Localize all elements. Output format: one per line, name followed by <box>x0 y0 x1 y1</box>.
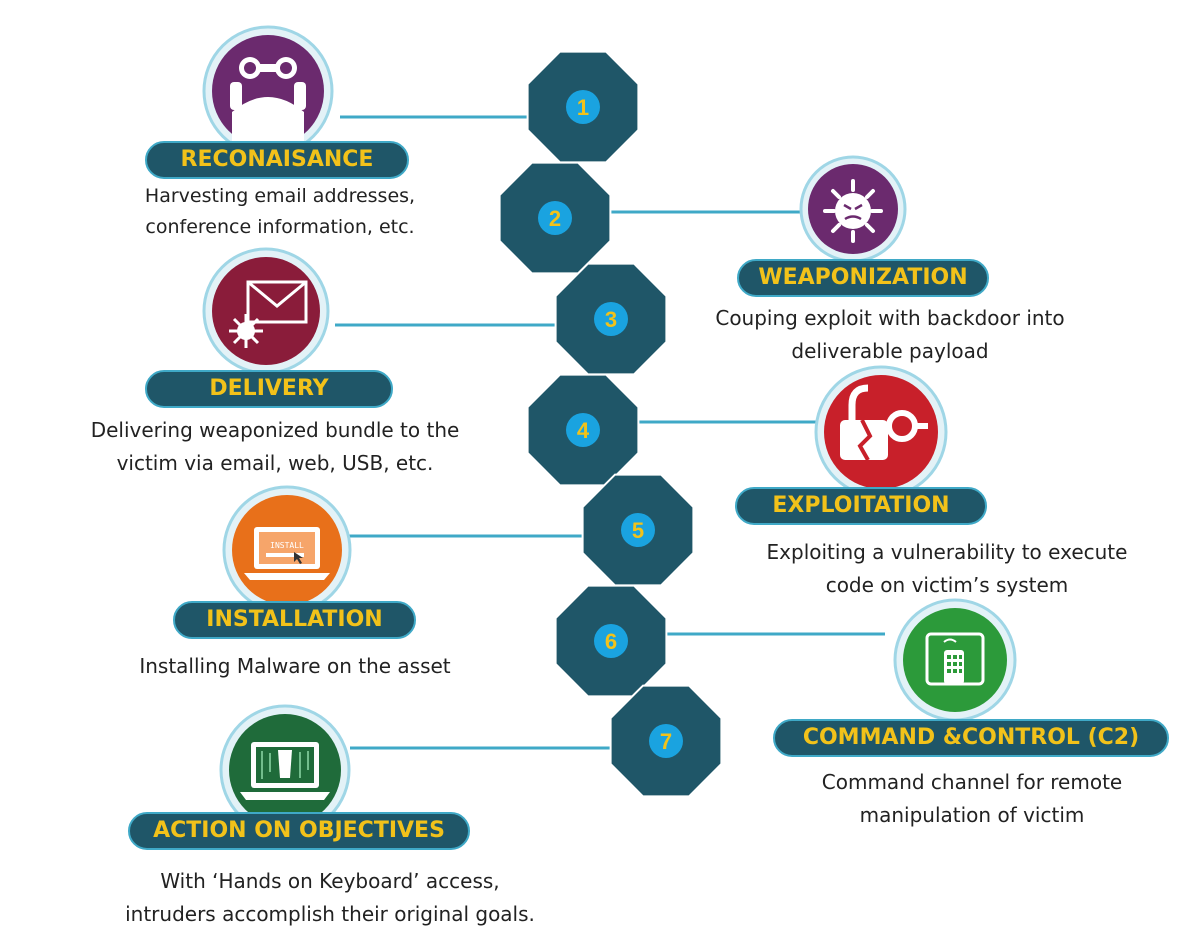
stage-3-number: 3 <box>605 307 617 332</box>
stage-2-desc-line-2: deliverable payload <box>791 339 989 363</box>
stage-5-description: Installing Malware on the asset <box>90 650 500 683</box>
stage-5-title: INSTALLATION <box>173 601 416 639</box>
envelope-virus-icon <box>202 247 330 375</box>
stage-4-desc-line-1: Exploiting a vulnerability to execute <box>766 540 1128 564</box>
stage-3-desc-line-1: Delivering weaponized bundle to the <box>90 418 460 442</box>
broken-lock-icon <box>814 365 948 499</box>
stage-octagons: 1 2 3 4 5 6 7 <box>498 50 723 798</box>
stage-1-desc-line-1: Harvesting email addresses, <box>144 185 416 207</box>
stage-1-desc-line-2: conference information, etc. <box>145 216 415 238</box>
stage-2-description: Couping exploit with backdoor into deliv… <box>680 302 1100 368</box>
stage-4-number-badge <box>566 413 600 447</box>
stage-3-number-badge <box>594 302 628 336</box>
binoculars-icon <box>202 25 334 157</box>
stage-7-desc-line-2: intruders accomplish their original goal… <box>125 902 535 926</box>
stage-2-number-badge <box>538 201 572 235</box>
stage-6-description: Command channel for remote manipulation … <box>770 766 1174 832</box>
remote-control-icon <box>893 598 1017 722</box>
stage-6-desc-line-1: Command channel for remote <box>821 770 1123 794</box>
stage-4-title: EXPLOITATION <box>735 487 987 525</box>
hacker-laptop-icon <box>219 704 351 836</box>
stage-7-number: 7 <box>660 729 672 754</box>
stage-3-description: Delivering weaponized bundle to the vict… <box>40 414 510 480</box>
laptop-screen-text: INSTALL <box>270 541 304 550</box>
virus-icon <box>799 155 907 263</box>
stage-4-number: 4 <box>577 418 590 443</box>
stage-7-number-badge <box>649 724 683 758</box>
stage-2-number: 2 <box>549 206 561 231</box>
stage-5-desc-line-1: Installing Malware on the asset <box>139 654 451 678</box>
stage-3-title: DELIVERY <box>145 370 393 408</box>
stage-7-desc-line-1: With ‘Hands on Keyboard’ access, <box>160 869 500 893</box>
stage-4-desc-line-2: code on victim’s system <box>825 573 1069 597</box>
stage-5-number-badge <box>621 513 655 547</box>
stage-1-title: RECONAISANCE <box>145 141 409 179</box>
stage-5-number: 5 <box>632 518 644 543</box>
stage-1-number-badge <box>566 90 600 124</box>
stage-3-desc-line-2: victim via email, web, USB, etc. <box>116 451 434 475</box>
stage-1-description: Harvesting email addresses, conference i… <box>100 181 460 243</box>
stage-2-title: WEAPONIZATION <box>737 259 989 297</box>
stage-6-title: COMMAND &CONTROL (C2) <box>773 719 1169 757</box>
stage-6-number-badge <box>594 624 628 658</box>
stage-7-description: With ‘Hands on Keyboard’ access, intrude… <box>60 865 600 931</box>
stage-4-description: Exploiting a vulnerability to execute co… <box>722 536 1172 602</box>
laptop-install-icon: INSTALL <box>222 485 352 615</box>
stage-7-title: ACTION ON OBJECTIVES <box>128 812 470 850</box>
stage-2-desc-line-1: Couping exploit with backdoor into <box>715 306 1065 330</box>
stage-1-number: 1 <box>577 95 589 120</box>
stage-6-desc-line-2: manipulation of victim <box>859 803 1085 827</box>
stage-6-number: 6 <box>605 629 617 654</box>
